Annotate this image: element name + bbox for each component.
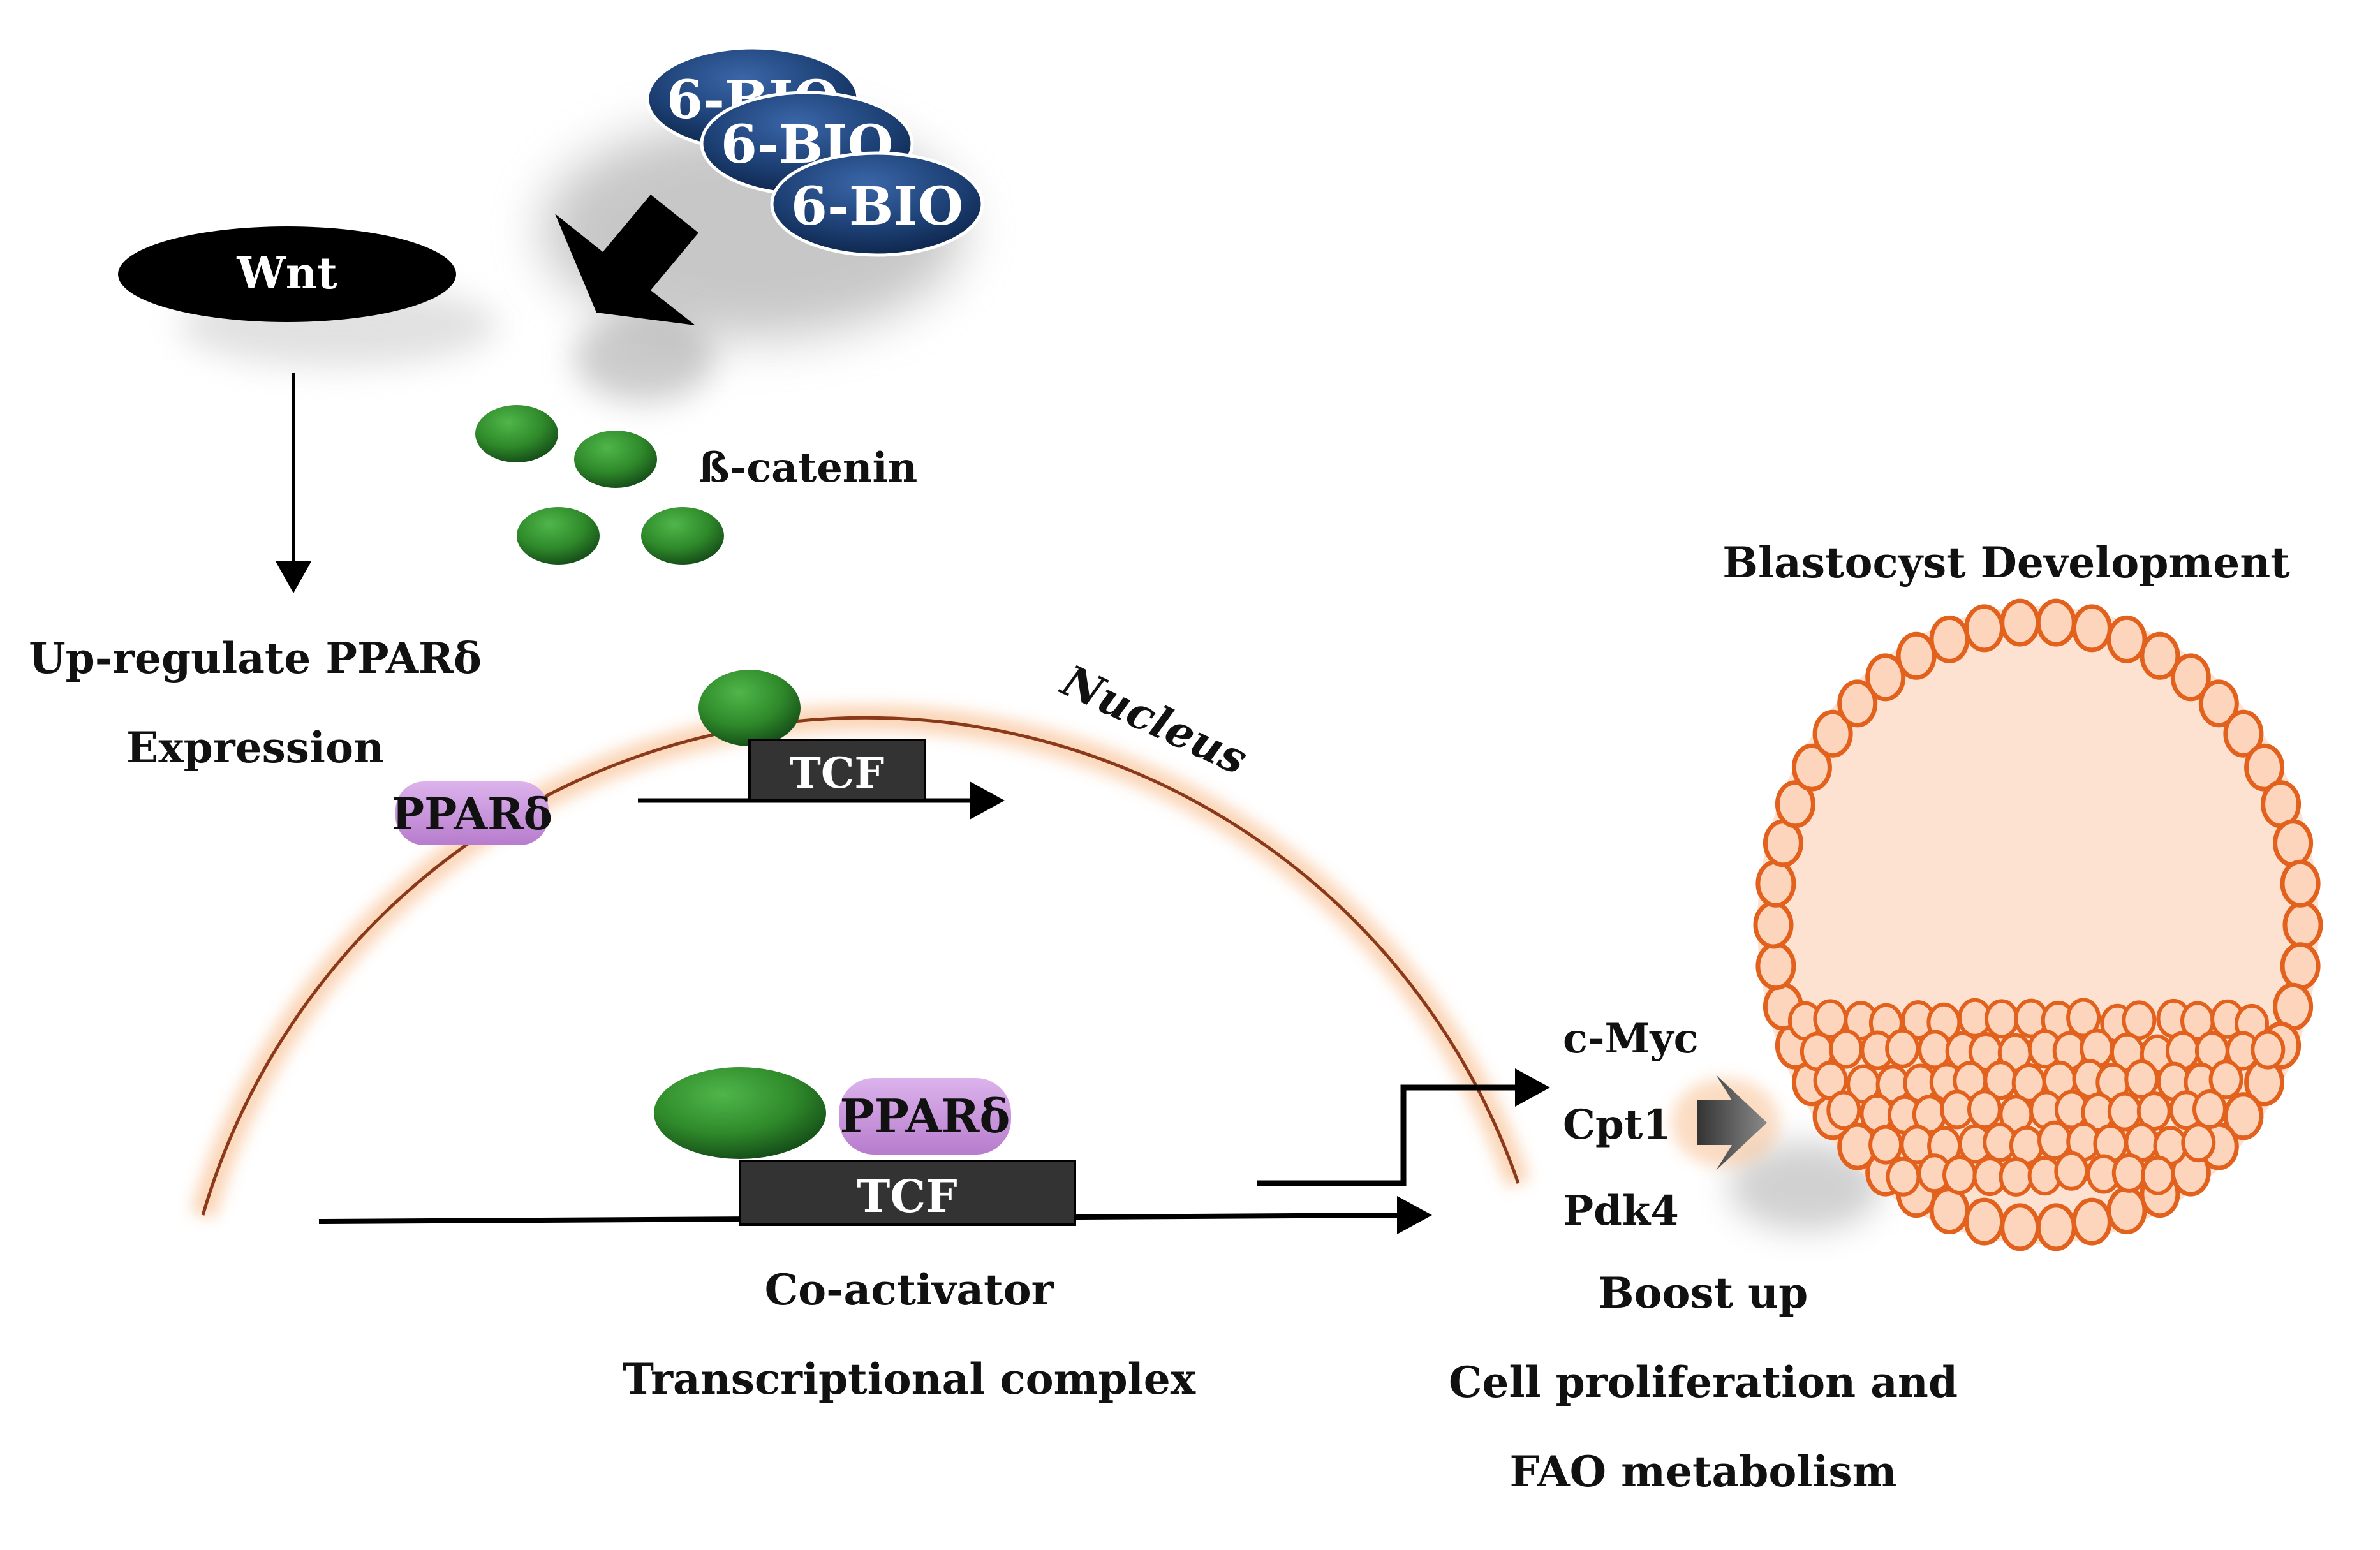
trophectoderm-cell: [1753, 901, 1794, 949]
bio-label-3: 6-BIO: [791, 176, 963, 237]
inner-cell: [2181, 1123, 2216, 1163]
upregulate-line1: Up-regulate PPARδ: [29, 633, 482, 683]
to-blastocyst-arrow: [1671, 1075, 1780, 1170]
upper-ppard-label: PPARδ: [392, 789, 552, 840]
trophectoderm-cell: [2036, 598, 2076, 647]
inner-cell: [1942, 1155, 1977, 1195]
lower-ppard-label: PPARδ: [840, 1089, 1010, 1143]
inner-cell: [2066, 998, 2101, 1038]
lower-tcf-complex: TCF PPARδ: [318, 1067, 1432, 1234]
inner-cell: [2251, 1030, 2286, 1070]
trophectoderm-cell: [2140, 631, 2180, 680]
bio-block-arrow: [555, 195, 698, 325]
trophectoderm-cell: [2244, 743, 2285, 792]
beta-catenin-group: [475, 405, 724, 565]
trophectoderm-cell: [2280, 859, 2321, 908]
inner-cell: [1967, 1089, 2002, 1130]
lower-dna-arrow-head: [1397, 1196, 1432, 1234]
trophectoderm-cell: [2282, 901, 2323, 949]
wnt-label: Wnt: [236, 248, 337, 299]
bio-molecules: 6-BIO 6-BIO 6-BIO: [646, 46, 984, 257]
trophectoderm-cell: [1755, 942, 1796, 991]
upper-beta-catenin: [698, 670, 801, 746]
trophectoderm-cell: [1755, 859, 1796, 908]
trophectoderm-cell: [1865, 653, 1906, 702]
trophectoderm-cell: [1791, 743, 1832, 792]
lower-beta-catenin: [654, 1067, 826, 1159]
lower-tcf-label: TCF: [857, 1170, 957, 1223]
upper-dna-arrow-head: [970, 781, 1005, 820]
inner-cell: [2141, 1155, 2175, 1195]
upper-ppard: PPARδ: [392, 781, 552, 845]
inner-cell: [1999, 1156, 2034, 1197]
boost-line3: FAO metabolism: [1509, 1447, 1896, 1496]
trophectoderm-cell: [2198, 679, 2239, 728]
trophectoderm-cell: [1964, 1197, 2005, 1246]
activation-arrow-head: [1515, 1068, 1550, 1107]
trophectoderm-cell: [1775, 780, 1815, 829]
upper-tcf-box: [748, 739, 926, 802]
boost-line2: Cell proliferation and: [1449, 1357, 1958, 1407]
gene-cpt1: Cpt1: [1563, 1101, 1671, 1149]
wnt-arrow-head: [276, 561, 311, 593]
trophectoderm-cell: [2071, 604, 2112, 653]
inner-cell: [1985, 999, 2019, 1039]
trophectoderm-cell: [2170, 653, 2211, 702]
coactivator-line2: Transcriptional complex: [623, 1354, 1196, 1404]
trophectoderm-cell: [1929, 615, 1970, 663]
trophectoderm-cell: [1812, 709, 1853, 758]
trophectoderm-cell: [1837, 679, 1878, 728]
trophectoderm-cell: [1896, 631, 1937, 680]
nucleus-membrane: [190, 705, 1530, 1219]
blastocyst-title: Blastocyst Development: [1722, 538, 2290, 587]
trophectoderm-cell: [2000, 598, 2041, 647]
inner-cell: [1885, 1028, 1920, 1068]
coactivator-line1: Co-activator: [765, 1265, 1054, 1315]
trophectoderm-cell: [2036, 1203, 2076, 1251]
trophectoderm-cell: [2000, 1203, 2041, 1251]
trophectoderm-cell: [2280, 942, 2321, 991]
trophectoderm-cell: [2106, 1186, 2147, 1235]
beta-catenin-label: ß-catenin: [698, 444, 917, 492]
trophectoderm-cell: [2071, 1197, 2112, 1246]
trophectoderm-cell: [2106, 615, 2147, 663]
wnt-node: Wnt: [118, 226, 456, 322]
lower-tcf-box: [739, 1160, 1076, 1226]
inner-cell: [2111, 1153, 2147, 1193]
inner-cell: [1868, 1125, 1903, 1165]
trophectoderm-cell: [1964, 604, 2005, 653]
inner-cell: [2054, 1151, 2089, 1191]
trophectoderm-cell: [2223, 709, 2264, 758]
inner-cell: [2208, 1059, 2243, 1100]
activation-elbow-arrow: [1257, 1084, 1521, 1186]
lower-ppard-pill: [839, 1078, 1011, 1155]
upper-tcf-complex: TCF: [638, 670, 1005, 820]
trophectoderm-cell: [1929, 1186, 1970, 1235]
upper-tcf-label: TCF: [790, 748, 885, 798]
inner-cell: [2192, 1089, 2227, 1129]
upregulate-line2: Expression: [126, 723, 384, 772]
inner-cell: [1886, 1156, 1921, 1197]
gene-cmyc: c-Myc: [1563, 1015, 1699, 1063]
inner-cell-mass: [1787, 998, 2286, 1197]
blastocyst: [1753, 598, 2323, 1251]
boost-line1: Boost up: [1599, 1268, 1808, 1318]
trophectoderm-cell: [2273, 819, 2314, 867]
gene-pdk4: Pdk4: [1563, 1187, 1679, 1235]
bio-oval-3: 6-BIO: [770, 151, 984, 257]
inner-cell: [1826, 1090, 1861, 1130]
